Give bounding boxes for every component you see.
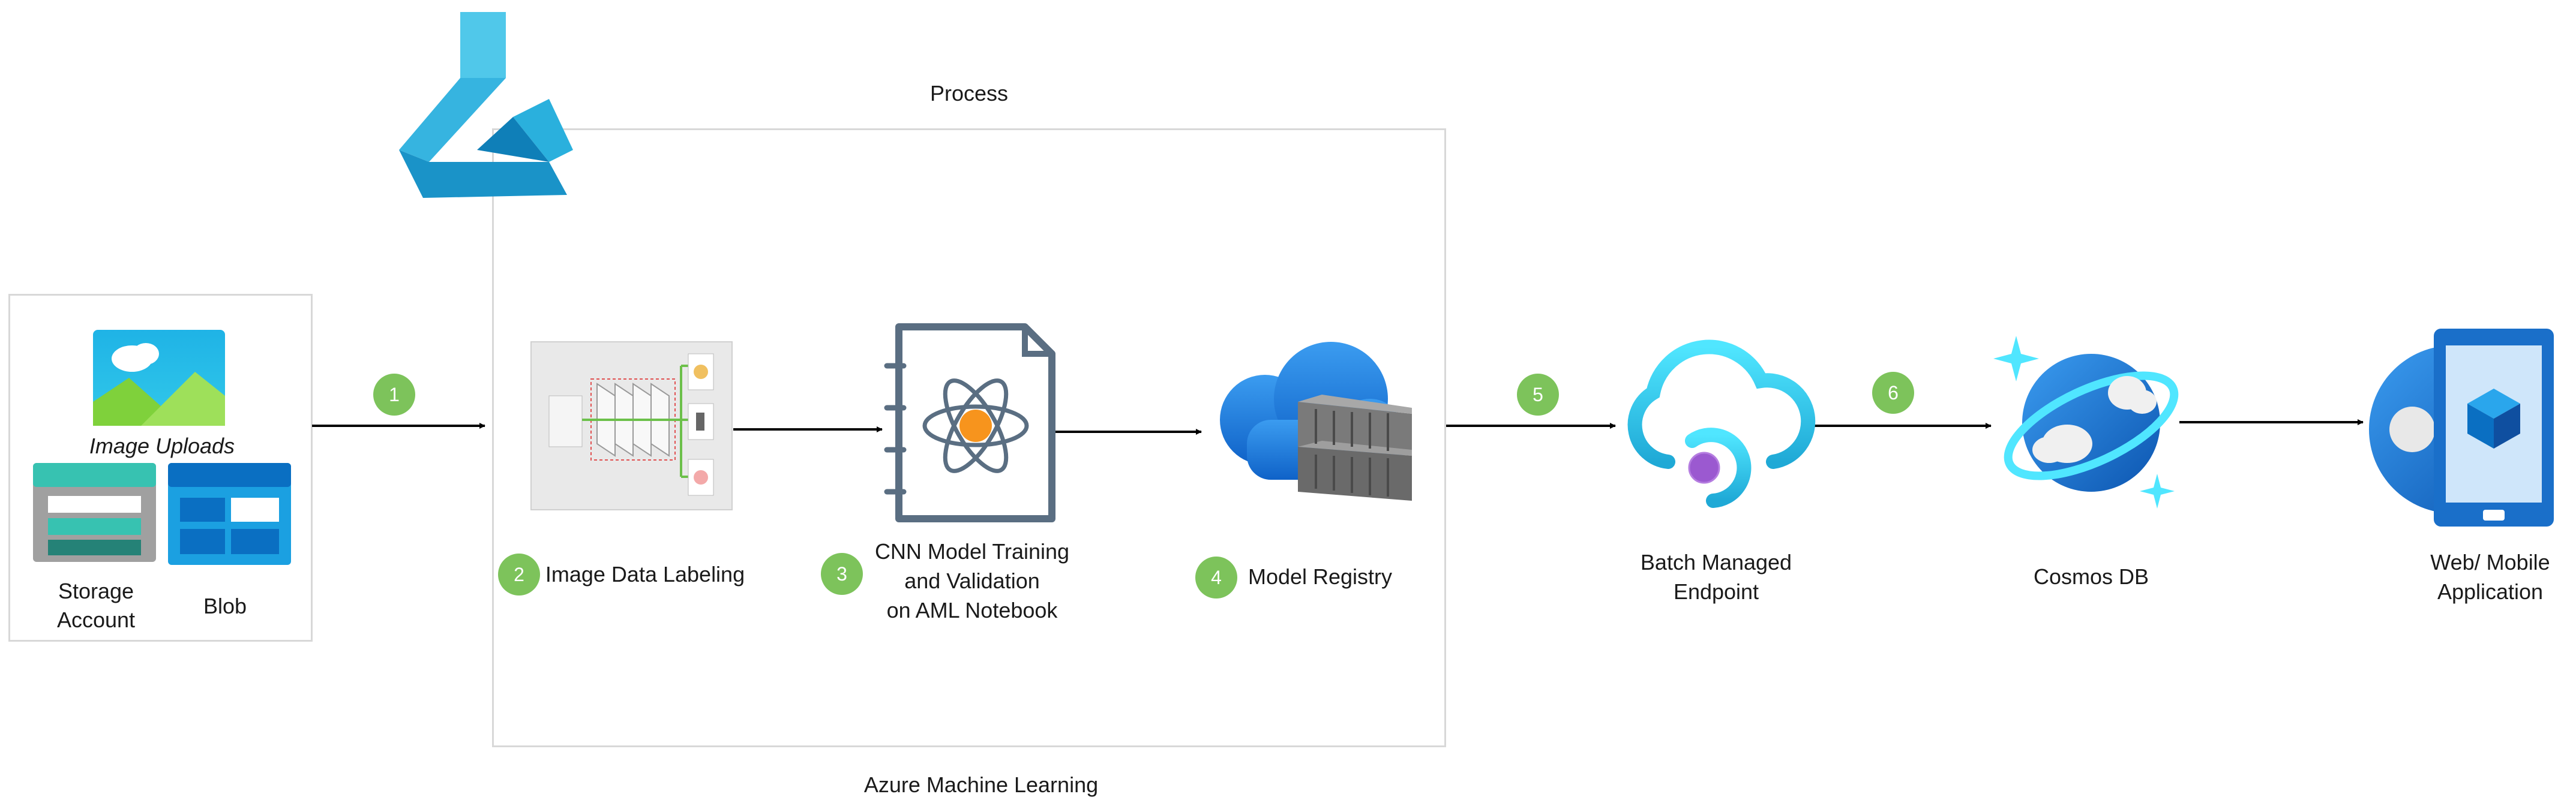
step-3-badge: 3 — [821, 553, 863, 595]
azure-ml-flask-icon — [399, 12, 573, 198]
webapp-label-line2: Application — [2437, 579, 2544, 604]
storage-label-line2: Account — [56, 608, 136, 632]
batch-endpoint-icon — [1627, 339, 1816, 508]
step-1-badge: 1 — [373, 374, 415, 416]
aml-caption: Azure Machine Learning — [863, 772, 1099, 797]
webapp-label-line1: Web/ Mobile — [2430, 550, 2550, 575]
notebook-atom-icon — [884, 323, 1055, 522]
uploads-label: Image Uploads — [89, 434, 235, 458]
blob-label: Blob — [203, 594, 247, 618]
step-3-label-line1: CNN Model Training — [874, 539, 1070, 564]
step-3-label-line2: and Validation — [904, 569, 1040, 593]
cosmos-db-icon — [1993, 336, 2179, 509]
image-icon — [93, 330, 225, 426]
process-box — [492, 128, 1446, 747]
model-registry-icon — [1220, 342, 1412, 501]
storage-account-icon — [33, 463, 156, 562]
step-6-badge: 6 — [1872, 372, 1914, 414]
step-3-label-line3: on AML Notebook — [886, 598, 1058, 622]
cosmos-label: Cosmos DB — [2033, 564, 2149, 589]
endpoint-label-line2: Endpoint — [1673, 579, 1759, 604]
step-5-badge: 5 — [1517, 374, 1559, 416]
storage-group-box — [8, 294, 313, 642]
storage-label-line1: Storage — [58, 579, 134, 603]
process-title: Process — [929, 81, 1009, 106]
labeling-icon — [530, 341, 733, 510]
endpoint-label-line1: Batch Managed — [1640, 550, 1792, 575]
web-mobile-app-icon — [2369, 329, 2554, 527]
step-2-badge: 2 — [498, 554, 540, 596]
step-2-label: Image Data Labeling — [545, 562, 745, 587]
blob-icon — [168, 463, 291, 565]
step-4-label: Model Registry — [1247, 564, 1393, 589]
step-4-badge: 4 — [1195, 557, 1237, 599]
